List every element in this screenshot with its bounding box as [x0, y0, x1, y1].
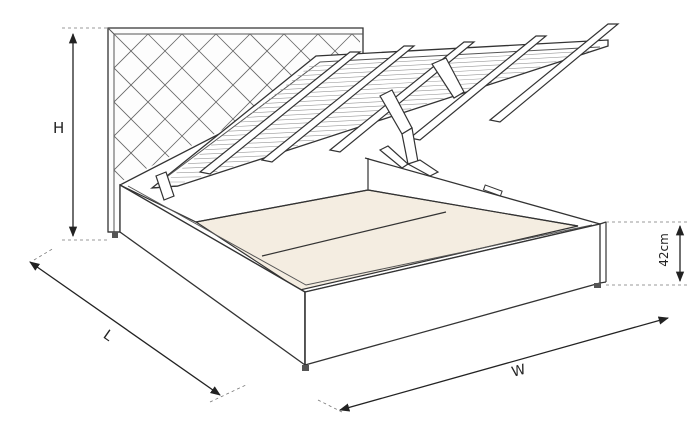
lift-handle-slot — [482, 184, 503, 197]
tufting-seam — [0, 34, 104, 194]
dimension-frame-height: 42cm — [606, 221, 690, 286]
lifted-slatted-base — [149, 23, 620, 189]
height-label: H — [53, 119, 64, 137]
tufting-seam — [590, 34, 700, 194]
frame-height-label: 42cm — [657, 233, 671, 267]
base-slat — [408, 35, 548, 141]
tufting-seam — [0, 34, 70, 194]
gas-struts — [155, 57, 465, 201]
headboard-foot — [112, 232, 118, 238]
tufting-seam — [114, 34, 183, 182]
slat-texture-line — [280, 77, 509, 90]
tufting-seam — [114, 34, 173, 182]
slat-texture-line — [286, 71, 525, 86]
tufting-seam — [114, 34, 217, 182]
slat-texture-line — [199, 150, 282, 155]
width-arrow — [338, 316, 670, 412]
dimension-width: W — [317, 316, 670, 413]
dimension-height: H — [53, 27, 108, 241]
slat-texture-line — [228, 124, 363, 132]
length-label: L — [100, 327, 116, 345]
length-arrow — [29, 261, 221, 396]
base-slats — [198, 23, 620, 175]
frame-foot — [594, 283, 601, 288]
slat-texture-line — [297, 61, 557, 77]
base-slat — [198, 51, 362, 175]
tufting-seam — [0, 34, 12, 194]
tufting-seam — [0, 34, 80, 194]
base-slat — [260, 45, 416, 163]
bed-frame — [119, 157, 607, 371]
tufting-seam — [114, 34, 251, 182]
slat-texture-line — [216, 134, 331, 141]
tufting-seam — [114, 34, 149, 182]
base-slat — [488, 23, 620, 123]
frame-foot — [302, 365, 309, 371]
slat-texture-line — [222, 129, 347, 137]
tufting-seam — [0, 34, 46, 194]
tufting-seam — [624, 34, 700, 194]
slat-texture-line — [170, 176, 202, 178]
tufting-seam — [114, 34, 115, 182]
width-label: W — [510, 362, 528, 381]
